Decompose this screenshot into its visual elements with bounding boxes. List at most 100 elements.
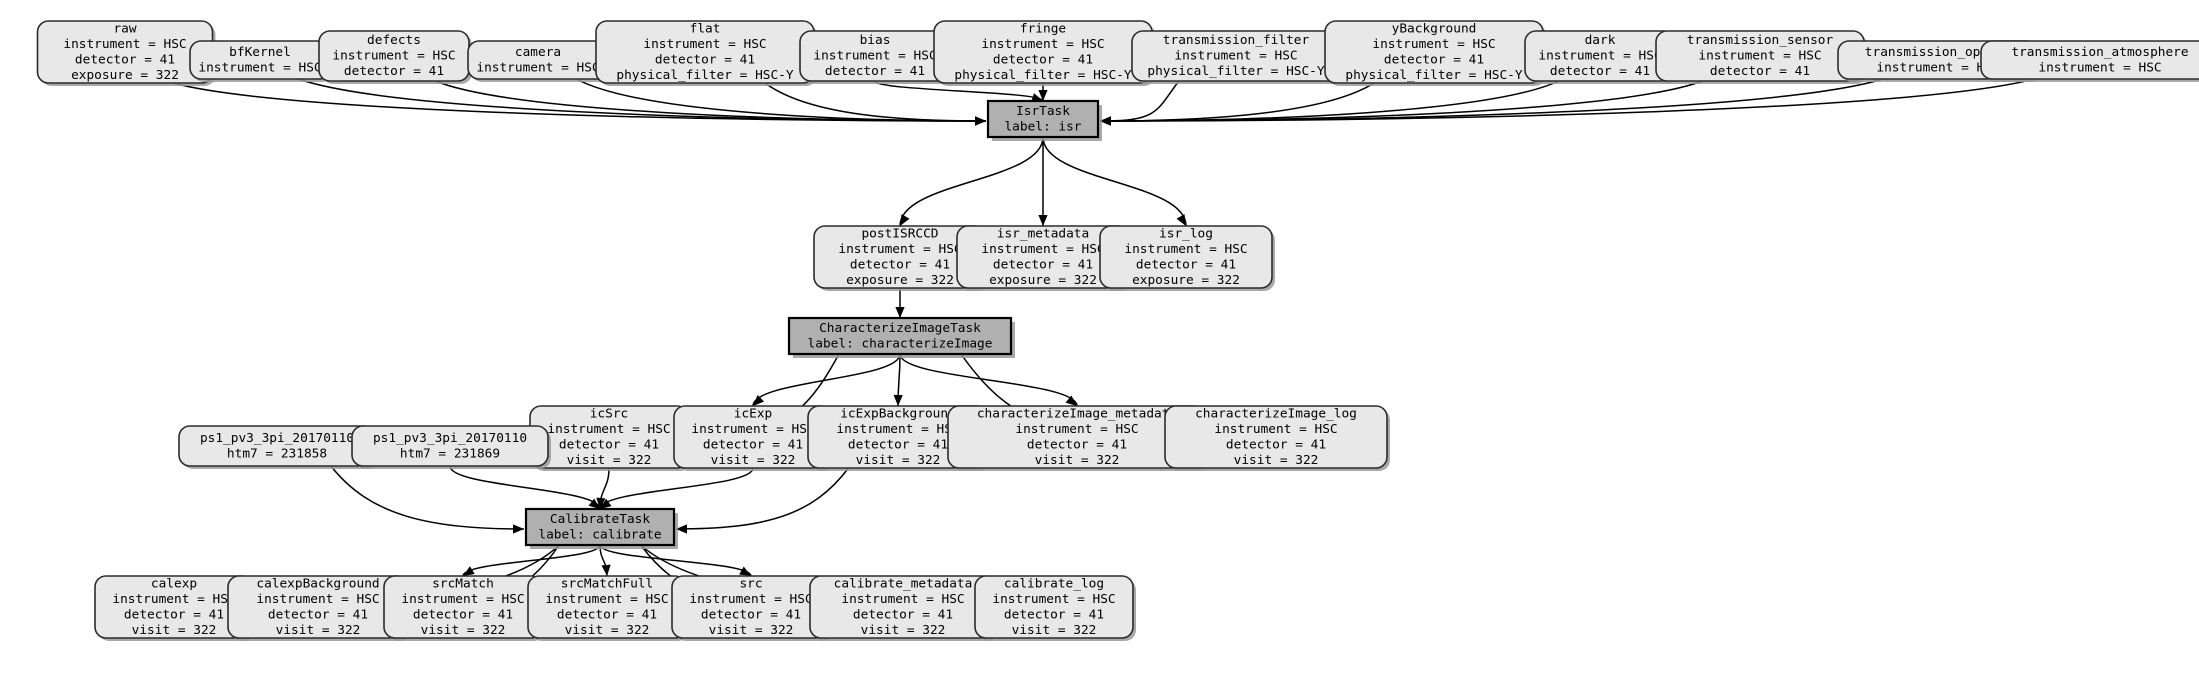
node-dimension: visit = 322 (421, 623, 506, 638)
node-dimension: instrument = HSC (981, 37, 1104, 52)
node-dimension: instrument = HSC (992, 592, 1115, 607)
node-dimension: instrument = HSC (547, 422, 670, 437)
node-shape (524, 507, 676, 547)
node-dimension: instrument = HSC (63, 37, 186, 52)
node-dimension: visit = 322 (861, 623, 946, 638)
node-dimension: visit = 322 (567, 453, 652, 468)
node-shape (1980, 40, 2199, 80)
node-shape (986, 99, 1100, 139)
node-dimension: detector = 41 (1384, 52, 1484, 67)
node-dimension: instrument = HSC (545, 592, 668, 607)
node-title: ps1_pv3_3pi_20170110 (200, 431, 354, 446)
node-title: dark (1585, 33, 1616, 48)
node-dimension: htm7 = 231869 (400, 446, 500, 461)
node-title: IsrTask (1016, 104, 1070, 119)
node-title: icSrc (590, 406, 629, 421)
node-dimension: instrument = HSC (838, 242, 961, 257)
node-shape (351, 425, 549, 467)
node-dimension: label: characterizeImage (808, 336, 993, 351)
edge-CalibrateTask-to-src (599, 544, 752, 577)
node-dimension: exposure = 322 (1132, 273, 1240, 288)
node-dimension: instrument = HSC (112, 592, 235, 607)
edge-arrowhead (1100, 116, 1111, 126)
node-dimension: instrument = HSC (813, 49, 936, 64)
node-shape (974, 575, 1134, 639)
node-title: raw (113, 21, 136, 36)
node-title: fringe (1020, 21, 1066, 36)
node-title: calibrate_log (1004, 576, 1104, 591)
node-dimension: detector = 41 (124, 607, 224, 622)
node-dimension: detector = 41 (655, 52, 755, 67)
edge-line (1099, 80, 1180, 122)
node-title: calibrate_metadata (834, 576, 973, 591)
edge-line (1099, 78, 2035, 122)
node-title: defects (367, 33, 421, 48)
edge-arrowhead (676, 524, 687, 534)
edge-line (449, 465, 601, 510)
edge-icExpBackground-to-CalibrateTask (675, 467, 850, 534)
node-dimension: detector = 41 (993, 52, 1093, 67)
edge-IsrTask-to-isr_log (1042, 136, 1187, 227)
node-dimension: instrument = HSC (643, 37, 766, 52)
node-dimension: physical_filter = HSC-Y (954, 68, 1131, 83)
node-dimension: instrument = HSC (836, 422, 959, 437)
edge-line (899, 353, 1078, 407)
node-dimension: label: calibrate (538, 527, 661, 542)
edge-arrowhead (601, 564, 611, 576)
node-dimension: visit = 322 (132, 623, 217, 638)
node-dimension: visit = 322 (565, 623, 650, 638)
node-dimension: instrument = HSC (332, 49, 455, 64)
node-title: flat (690, 21, 721, 36)
node-title: bias (860, 33, 891, 48)
edge-line (599, 467, 754, 510)
node-dimension: detector = 41 (825, 64, 925, 79)
edge-line (462, 544, 601, 577)
node-title: characterizeImage_metadata (977, 406, 1177, 421)
edge-arrowhead (900, 214, 910, 226)
node-dimension: detector = 41 (1710, 64, 1810, 79)
node-title: transmission_filter (1163, 33, 1310, 48)
edge-bias-to-IsrTask (874, 80, 1044, 102)
node-title: postISRCCD (861, 226, 938, 241)
edge-line (1042, 136, 1187, 227)
node-title: ps1_pv3_3pi_20170110 (373, 431, 527, 446)
edge-arrowhead (588, 498, 600, 509)
node-dimension: instrument = HSC (841, 592, 964, 607)
edge-arrowhead (893, 394, 903, 406)
node-dimension: instrument = HSC (691, 422, 814, 437)
node-dimension: detector = 41 (853, 607, 953, 622)
node-dimension: instrument = HSC (1214, 422, 1337, 437)
